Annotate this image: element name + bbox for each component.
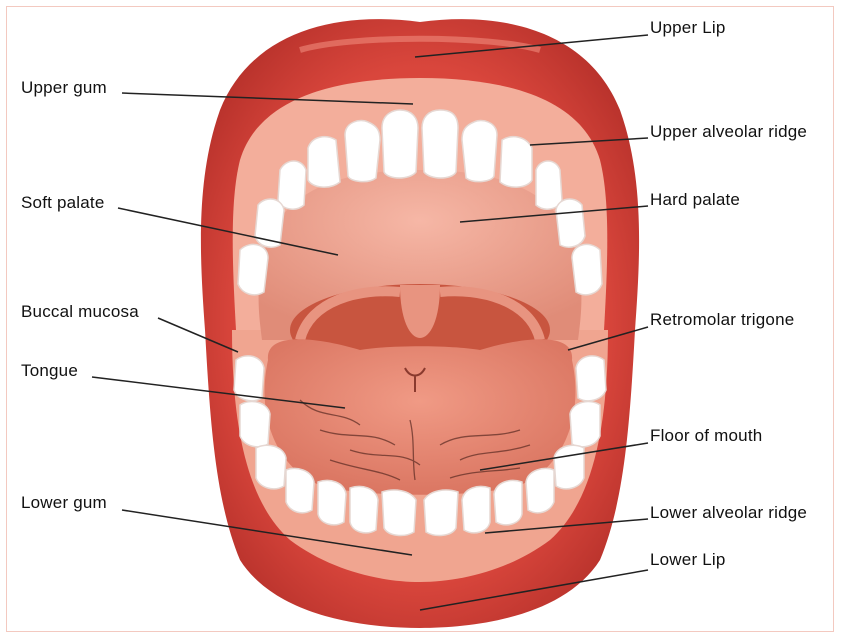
leader-floor-of-mouth: [480, 443, 648, 470]
leader-lower-lip: [420, 570, 648, 610]
label-lower-gum: Lower gum: [21, 493, 107, 513]
label-upper-alveolar-ridge: Upper alveolar ridge: [650, 122, 807, 142]
label-retromolar-trigone: Retromolar trigone: [650, 310, 794, 330]
leader-upper-lip: [415, 35, 648, 57]
leader-soft-palate: [118, 208, 338, 255]
label-lower-lip: Lower Lip: [650, 550, 726, 570]
leader-lower-alveolar-ridge: [485, 519, 648, 533]
leader-upper-gum: [122, 93, 413, 104]
leader-lower-gum: [122, 510, 412, 555]
leader-buccal-mucosa: [158, 318, 238, 352]
label-buccal-mucosa: Buccal mucosa: [21, 302, 139, 322]
label-lower-alveolar-ridge: Lower alveolar ridge: [650, 503, 807, 523]
label-floor-of-mouth: Floor of mouth: [650, 426, 762, 446]
leader-upper-alveolar-ridge: [530, 138, 648, 145]
leader-hard-palate: [460, 206, 648, 222]
label-hard-palate: Hard palate: [650, 190, 740, 210]
label-upper-gum: Upper gum: [21, 78, 107, 98]
label-soft-palate: Soft palate: [21, 193, 104, 213]
leader-retromolar-trigone: [568, 327, 648, 350]
label-upper-lip: Upper Lip: [650, 18, 726, 38]
label-tongue: Tongue: [21, 361, 78, 381]
leader-tongue: [92, 377, 345, 408]
